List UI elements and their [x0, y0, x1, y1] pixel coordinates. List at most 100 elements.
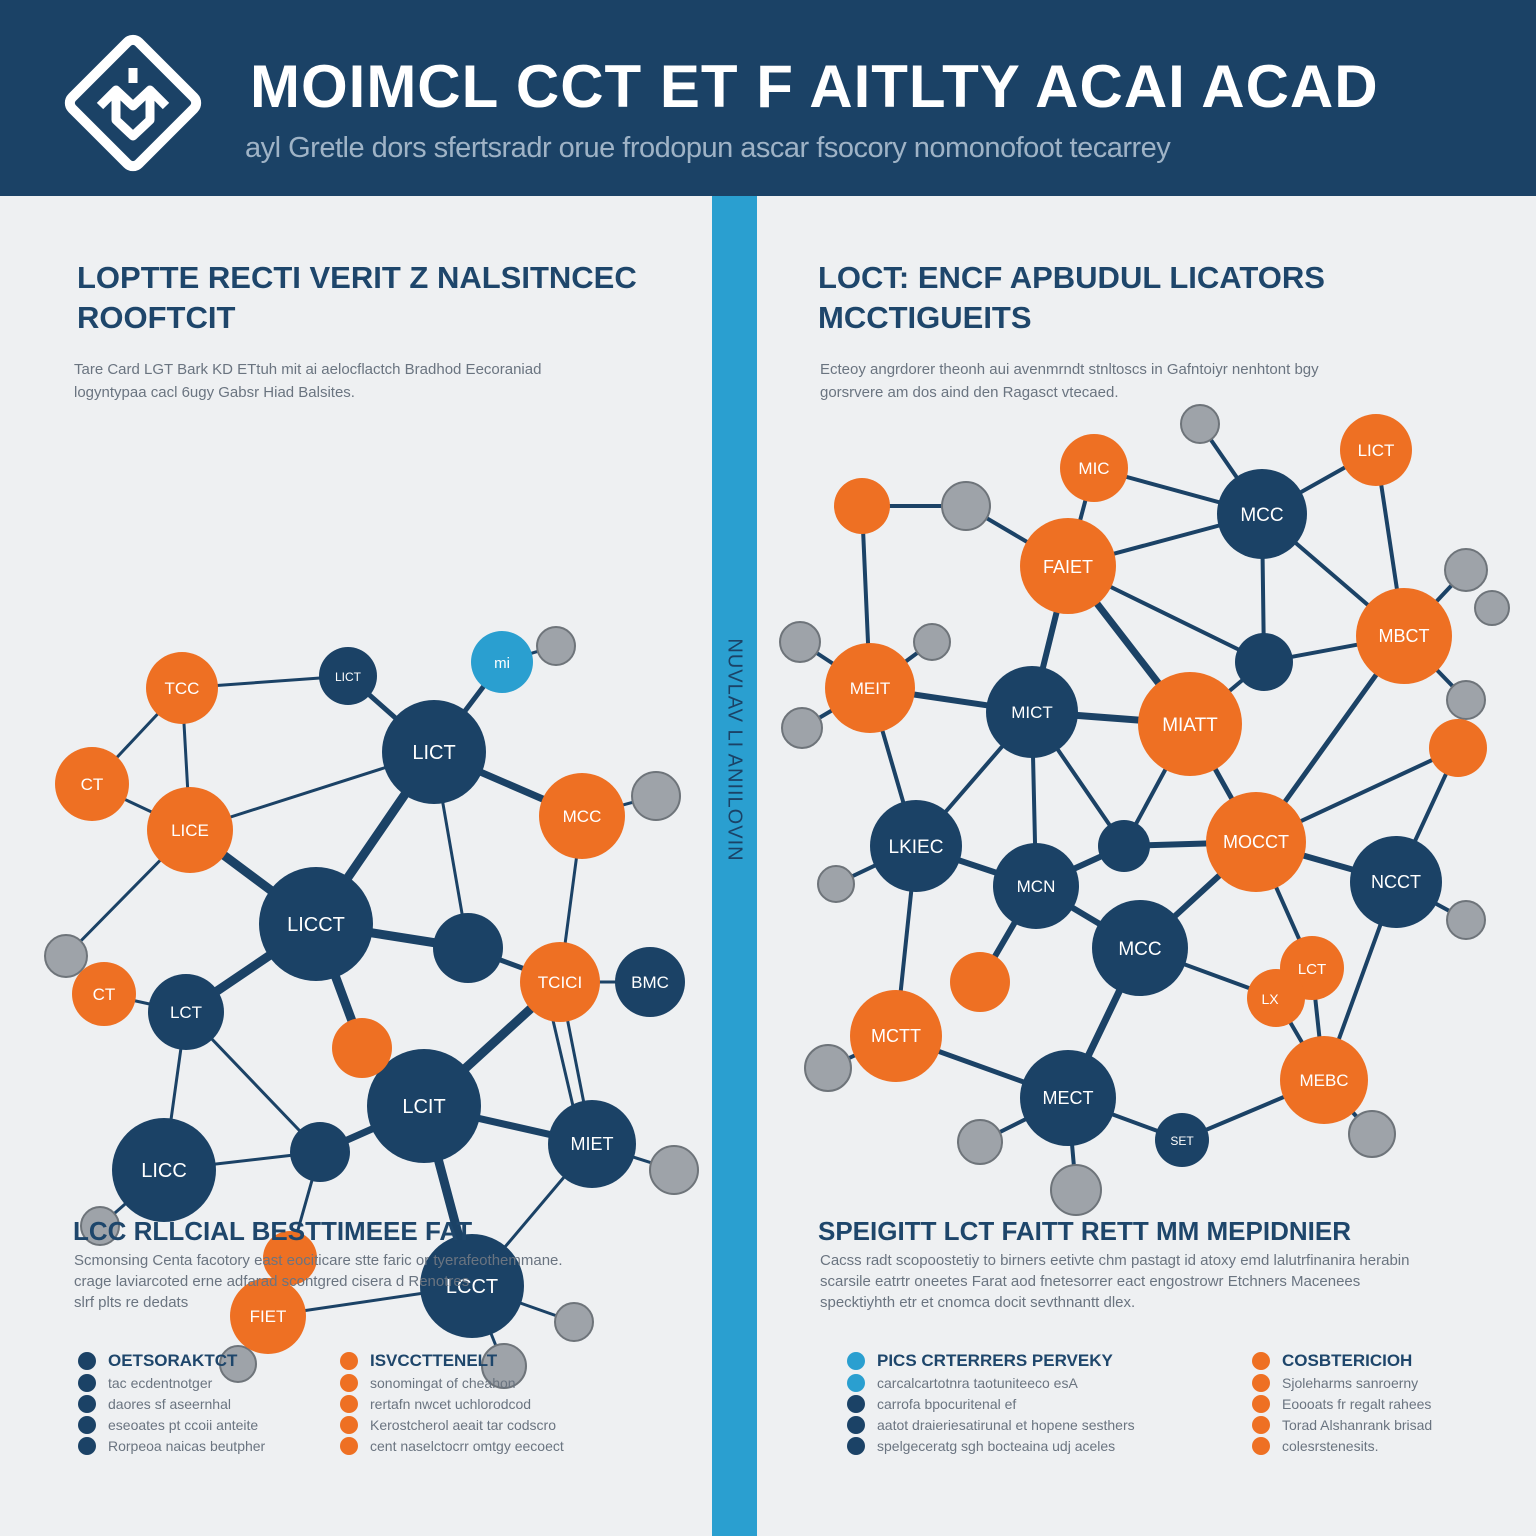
legend-item: sonomingat of cheahon: [340, 1372, 564, 1393]
node-label: BMC: [631, 973, 669, 992]
network-node: [332, 1018, 392, 1078]
satellite-node: [913, 623, 951, 661]
network-node: [263, 1231, 317, 1285]
satellite-node: [779, 621, 821, 663]
center-divider: [712, 196, 757, 1536]
legend-item-text: Kerostcherol aeait tar codscro: [370, 1416, 556, 1433]
left-legend-navy: OETSORAKTCT tac ecdentnotger daores sf a…: [78, 1350, 265, 1456]
satellite-node: [941, 481, 991, 531]
node-label: FIET: [250, 1307, 287, 1326]
navy-dot-icon: [847, 1415, 865, 1434]
network-node: [148, 974, 224, 1050]
node-label: MECT: [1043, 1088, 1094, 1108]
network-node: [55, 747, 129, 821]
satellite-node: [80, 1206, 120, 1246]
orange-dot-icon: [1252, 1415, 1270, 1434]
satellite-node: [1348, 1110, 1396, 1158]
orange-dot-icon: [340, 1415, 358, 1434]
legend-item: Eoooats fr regalt rahees: [1252, 1393, 1432, 1414]
satellite-node: [957, 1119, 1003, 1165]
node-label: SET: [1170, 1134, 1194, 1148]
network-node: [834, 478, 890, 534]
network-node: [615, 947, 685, 1017]
left-heading-line2: ROOFTCIT: [77, 300, 236, 335]
node-label: LCIT: [402, 1096, 445, 1118]
right-section-desc-line1: Cacss radt scopoostetiy to birners eetiv…: [820, 1252, 1410, 1269]
page-title: MOIMCL CCT ET F AITLTY ACAI ACAD: [250, 53, 1379, 120]
legend-item: rertafn nwcet uchlorodcod: [340, 1393, 564, 1414]
node-label: LICE: [171, 821, 209, 840]
left-section-description: Scmonsing Centa facotory east eociticare…: [74, 1250, 563, 1313]
network-node: [520, 942, 600, 1022]
node-label: TCICI: [538, 973, 582, 992]
left-section-desc-line2: crage laviarcoted erne adfarad scontgred…: [74, 1273, 470, 1290]
legend-item: Kerostcherol aeait tar codscro: [340, 1414, 564, 1435]
node-label: LKIEC: [889, 837, 944, 858]
network-node: [1340, 414, 1412, 486]
network-node: [382, 700, 486, 804]
legend-item-text: sonomingat of cheahon: [370, 1374, 516, 1391]
node-label: MEIT: [850, 679, 891, 698]
node-label: MICT: [1011, 703, 1053, 722]
legend-item-text: Eoooats fr regalt rahees: [1282, 1395, 1432, 1412]
right-legend-blue: PICS CRTERRERS PERVEKY carcalcartotnra t…: [847, 1350, 1135, 1456]
network-node: [230, 1278, 306, 1354]
network-node: [1138, 672, 1242, 776]
network-node: [993, 843, 1079, 929]
navy-dot-icon: [78, 1394, 96, 1413]
legend-item: Sjoleharms sanroerny: [1252, 1372, 1432, 1393]
satellite-node: [1444, 548, 1488, 592]
node-label: LX: [1261, 991, 1279, 1007]
orange-dot-icon: [1252, 1394, 1270, 1413]
network-node: [870, 800, 962, 892]
left-section-desc-line3: slrf plts re dedats: [74, 1294, 189, 1311]
node-label: LICC: [141, 1160, 187, 1182]
legend-item: Torad Alshanrank brisad: [1252, 1414, 1432, 1435]
network-node: [1155, 1113, 1209, 1167]
legend-item: carrofa bpocuritenal ef: [847, 1393, 1135, 1414]
legend-item-text: cent naselctocrr omtgy eecoect: [370, 1437, 564, 1454]
left-panel: LOPTTE RECTI VERIT Z NALSITNCEC ROOFTCIT…: [0, 196, 712, 1536]
satellite-node: [536, 626, 576, 666]
network-node: [433, 913, 503, 983]
node-label: NCCT: [1371, 872, 1421, 892]
right-section-desc-line3: specktiyhth etr et cnomca docit sevthnan…: [820, 1294, 1136, 1311]
satellite-node: [804, 1044, 852, 1092]
node-label: MCC: [563, 807, 602, 826]
network-node: [986, 666, 1078, 758]
blue-dot-icon: [847, 1352, 865, 1370]
node-label: MBCT: [1379, 626, 1430, 646]
node-label: TCC: [165, 679, 200, 698]
left-desc-line2: logyntypaa cacl 6ugy Gabsr Hiad Balsites…: [74, 384, 355, 401]
right-heading: LOCT: ENCF APBUDUL LICATORS MCCTIGUEITS: [818, 258, 1325, 338]
node-label: FAIET: [1043, 557, 1093, 577]
node-label: LICT: [335, 670, 362, 684]
satellite-node: [817, 865, 855, 903]
network-node: [1098, 820, 1150, 872]
left-desc-line1: Tare Card LGT Bark KD ETtuh mit ai aeloc…: [74, 361, 542, 378]
navy-dot-icon: [847, 1436, 865, 1455]
legend-item-text: eseoates pt ccoii anteite: [108, 1416, 259, 1433]
network-node: [1217, 469, 1307, 559]
header-banner: MOIMCL CCT ET F AITLTY ACAI ACAD ayl Gre…: [0, 0, 1536, 196]
orange-dot-icon: [1252, 1352, 1270, 1370]
node-label: LICT: [412, 742, 455, 764]
right-panel: LOCT: ENCF APBUDUL LICATORS MCCTIGUEITS …: [757, 196, 1536, 1536]
network-node: [1235, 633, 1293, 691]
node-label: MOCCT: [1223, 832, 1289, 852]
legend-item-text: spelgeceratg sgh bocteaina udj aceles: [877, 1437, 1116, 1454]
satellite-node: [1180, 404, 1220, 444]
network-node: [1280, 1036, 1368, 1124]
legend-title: OETSORAKTCT: [78, 1350, 265, 1372]
blue-dot-icon: [847, 1373, 865, 1392]
legend-item: daores sf aseernhal: [78, 1393, 265, 1414]
satellite-node: [1474, 590, 1510, 626]
legend-title: PICS CRTERRERS PERVEKY: [847, 1350, 1135, 1372]
navy-dot-icon: [78, 1436, 96, 1455]
network-node: [1020, 518, 1116, 614]
orange-dot-icon: [340, 1436, 358, 1455]
satellite-node: [481, 1343, 527, 1389]
left-section-desc-line1: Scmonsing Centa facotory east eociticare…: [74, 1252, 563, 1269]
right-network-diagram: MIC LICT MCC FAIET MEIT MICT MIATT MBCT …: [779, 404, 1510, 1216]
orange-dot-icon: [340, 1352, 358, 1370]
